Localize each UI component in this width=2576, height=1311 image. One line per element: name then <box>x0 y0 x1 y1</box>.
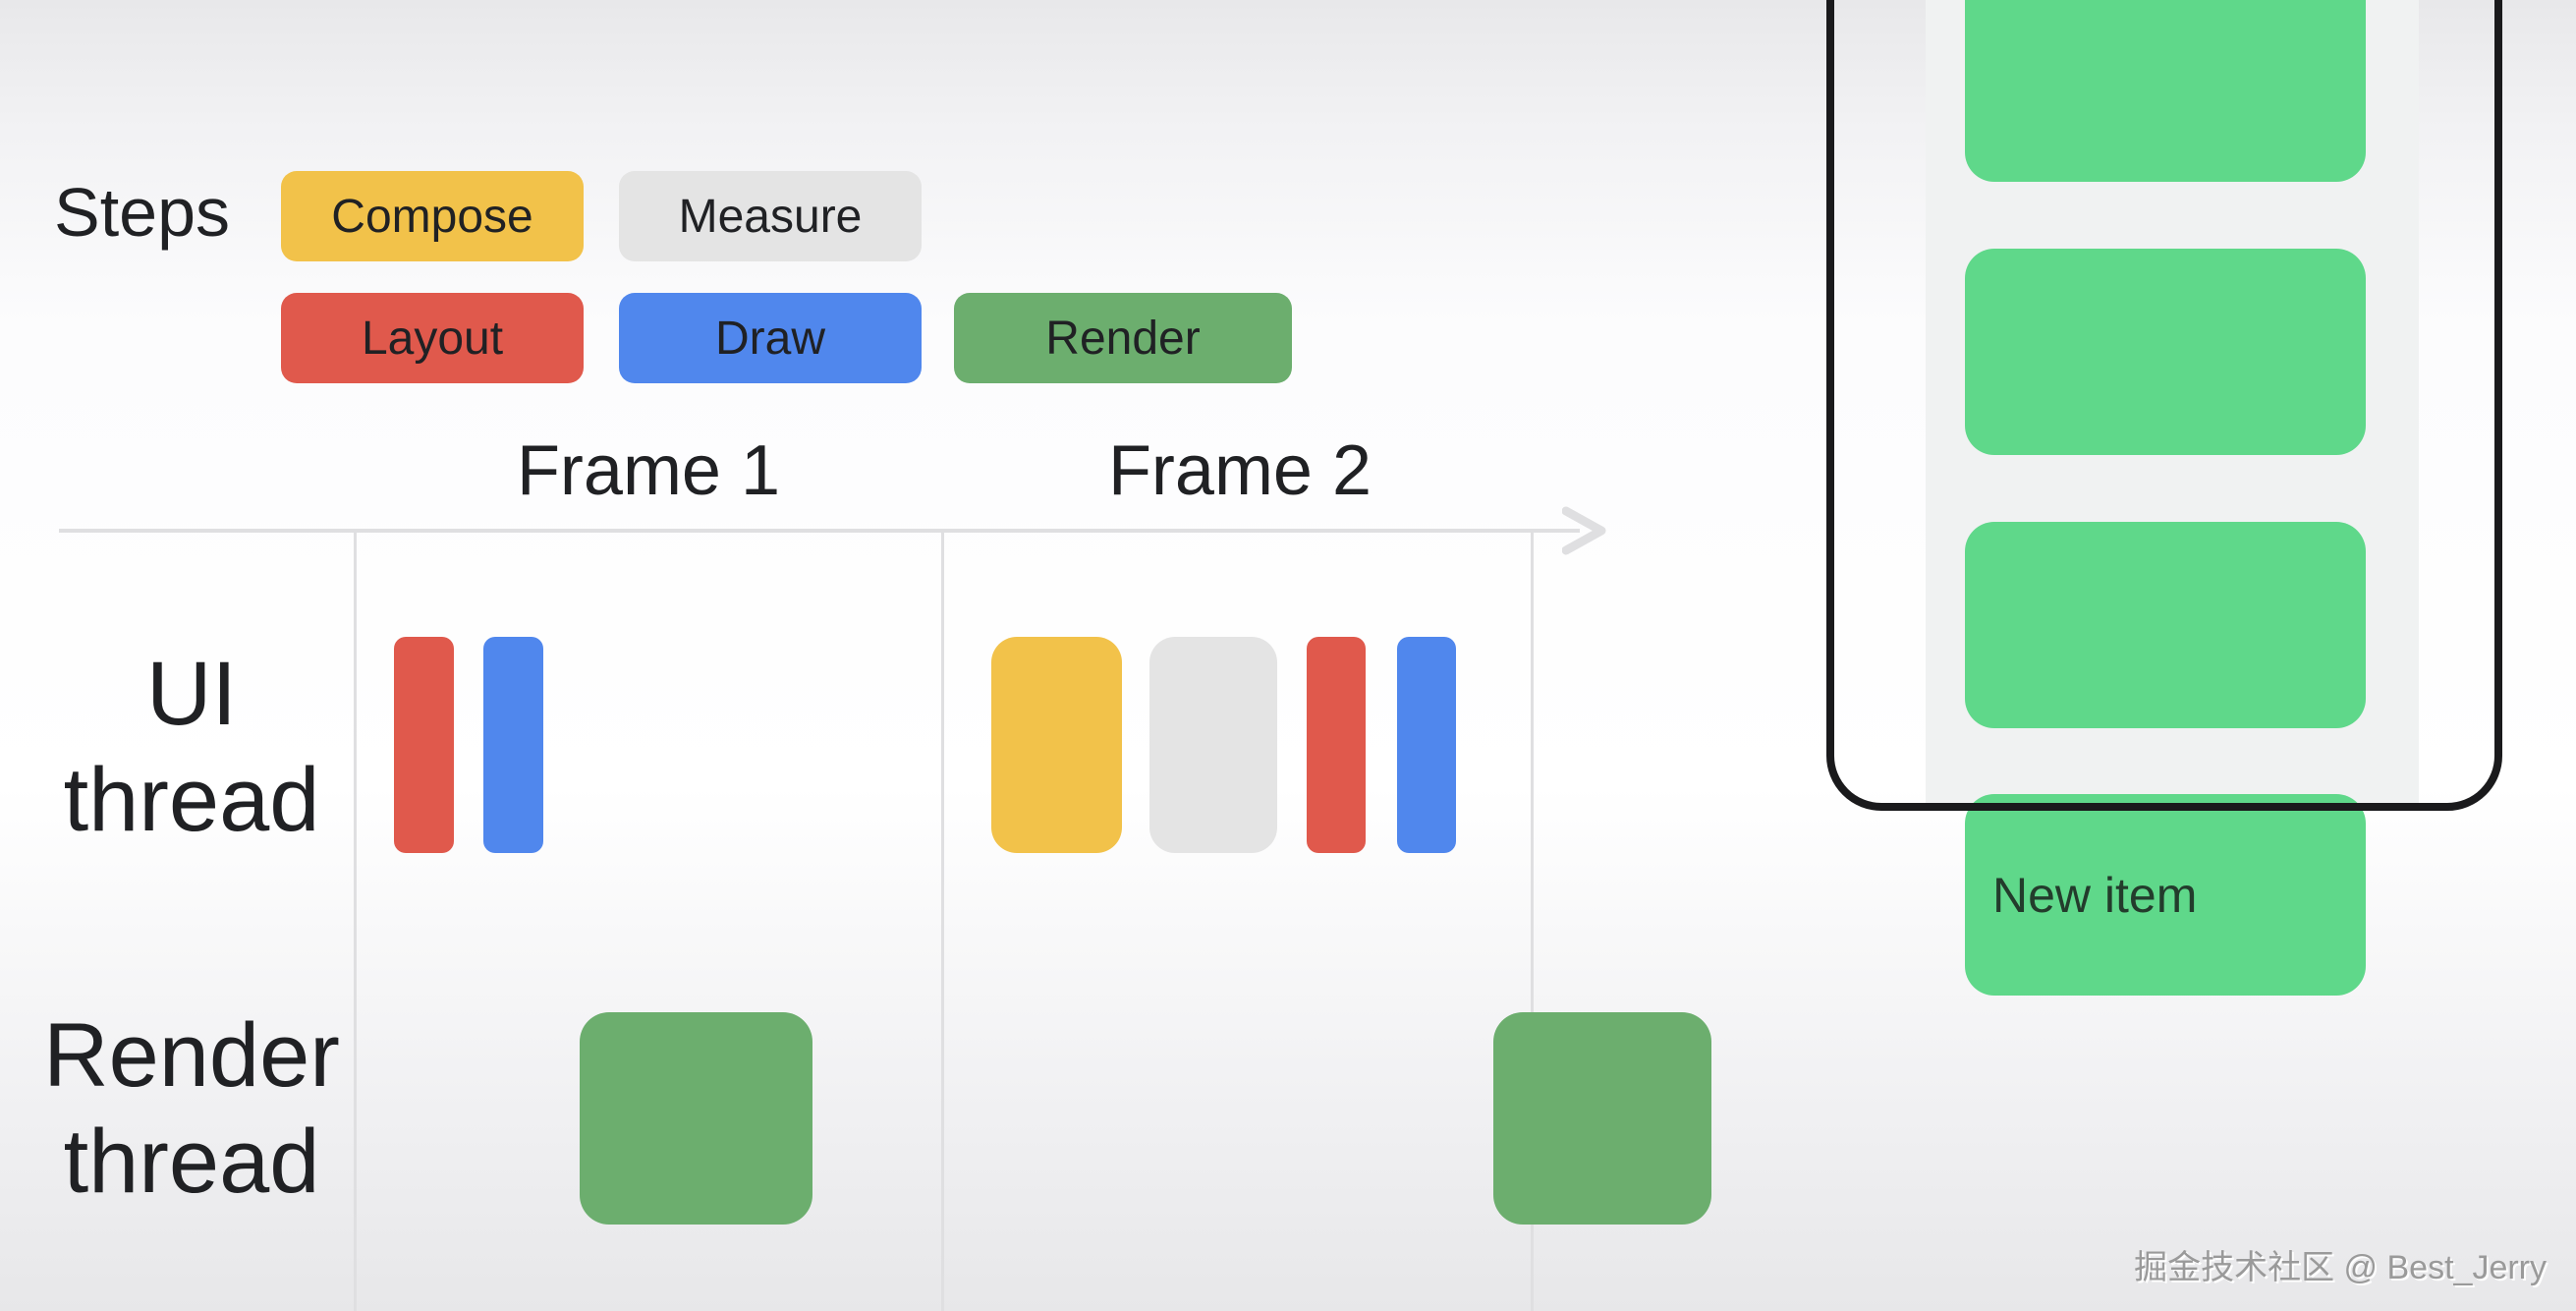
step-pill-measure-label: Measure <box>678 190 863 243</box>
gridline-frame2-start <box>941 531 944 1311</box>
gridline-frame2-end <box>1531 531 1534 1311</box>
step-pill-draw-label: Draw <box>714 312 825 365</box>
phone-new-item: New item <box>1965 794 2366 996</box>
render-thread-label: Render thread <box>39 1002 344 1215</box>
step-pill-render-label: Render <box>1045 312 1201 365</box>
frame-2-label: Frame 2 <box>1107 431 1372 510</box>
axis-arrow-icon <box>1562 506 1606 555</box>
ui-thread-frame2-draw-bar <box>1397 637 1456 853</box>
new-item-label: New item <box>1992 867 2198 923</box>
render-thread-frame1-render-block <box>580 1012 812 1225</box>
render-thread-label-line1: Render <box>43 1005 340 1106</box>
phone-list-item <box>1965 522 2366 728</box>
ui-thread-frame1-layout-bar <box>394 637 454 853</box>
ui-thread-label: UI thread <box>39 641 344 853</box>
steps-heading: Steps <box>54 174 230 251</box>
ui-thread-frame1-draw-bar <box>483 637 543 853</box>
step-pill-compose: Compose <box>281 171 584 261</box>
gridline-frame1-start <box>354 531 357 1311</box>
step-pill-measure: Measure <box>619 171 922 261</box>
ui-thread-frame2-compose-bar <box>991 637 1122 853</box>
timeline-axis <box>59 529 1580 533</box>
step-pill-render: Render <box>954 293 1292 383</box>
step-pill-layout: Layout <box>281 293 584 383</box>
watermark-text: 掘金技术社区 @ Best_Jerry <box>2134 1249 2547 1286</box>
phone-list-item <box>1965 0 2366 182</box>
step-pill-draw: Draw <box>619 293 922 383</box>
ui-thread-label-line2: thread <box>63 750 320 850</box>
step-pill-compose-label: Compose <box>331 190 533 243</box>
step-pill-layout-label: Layout <box>361 312 504 365</box>
ui-thread-frame2-layout-bar <box>1307 637 1366 853</box>
ui-thread-label-line1: UI <box>146 644 237 744</box>
render-thread-frame2-render-block <box>1493 1012 1711 1225</box>
phone-list-item <box>1965 249 2366 455</box>
render-thread-label-line2: thread <box>63 1112 320 1212</box>
ui-thread-frame2-measure-bar <box>1149 637 1277 853</box>
frame-1-label: Frame 1 <box>516 431 781 510</box>
